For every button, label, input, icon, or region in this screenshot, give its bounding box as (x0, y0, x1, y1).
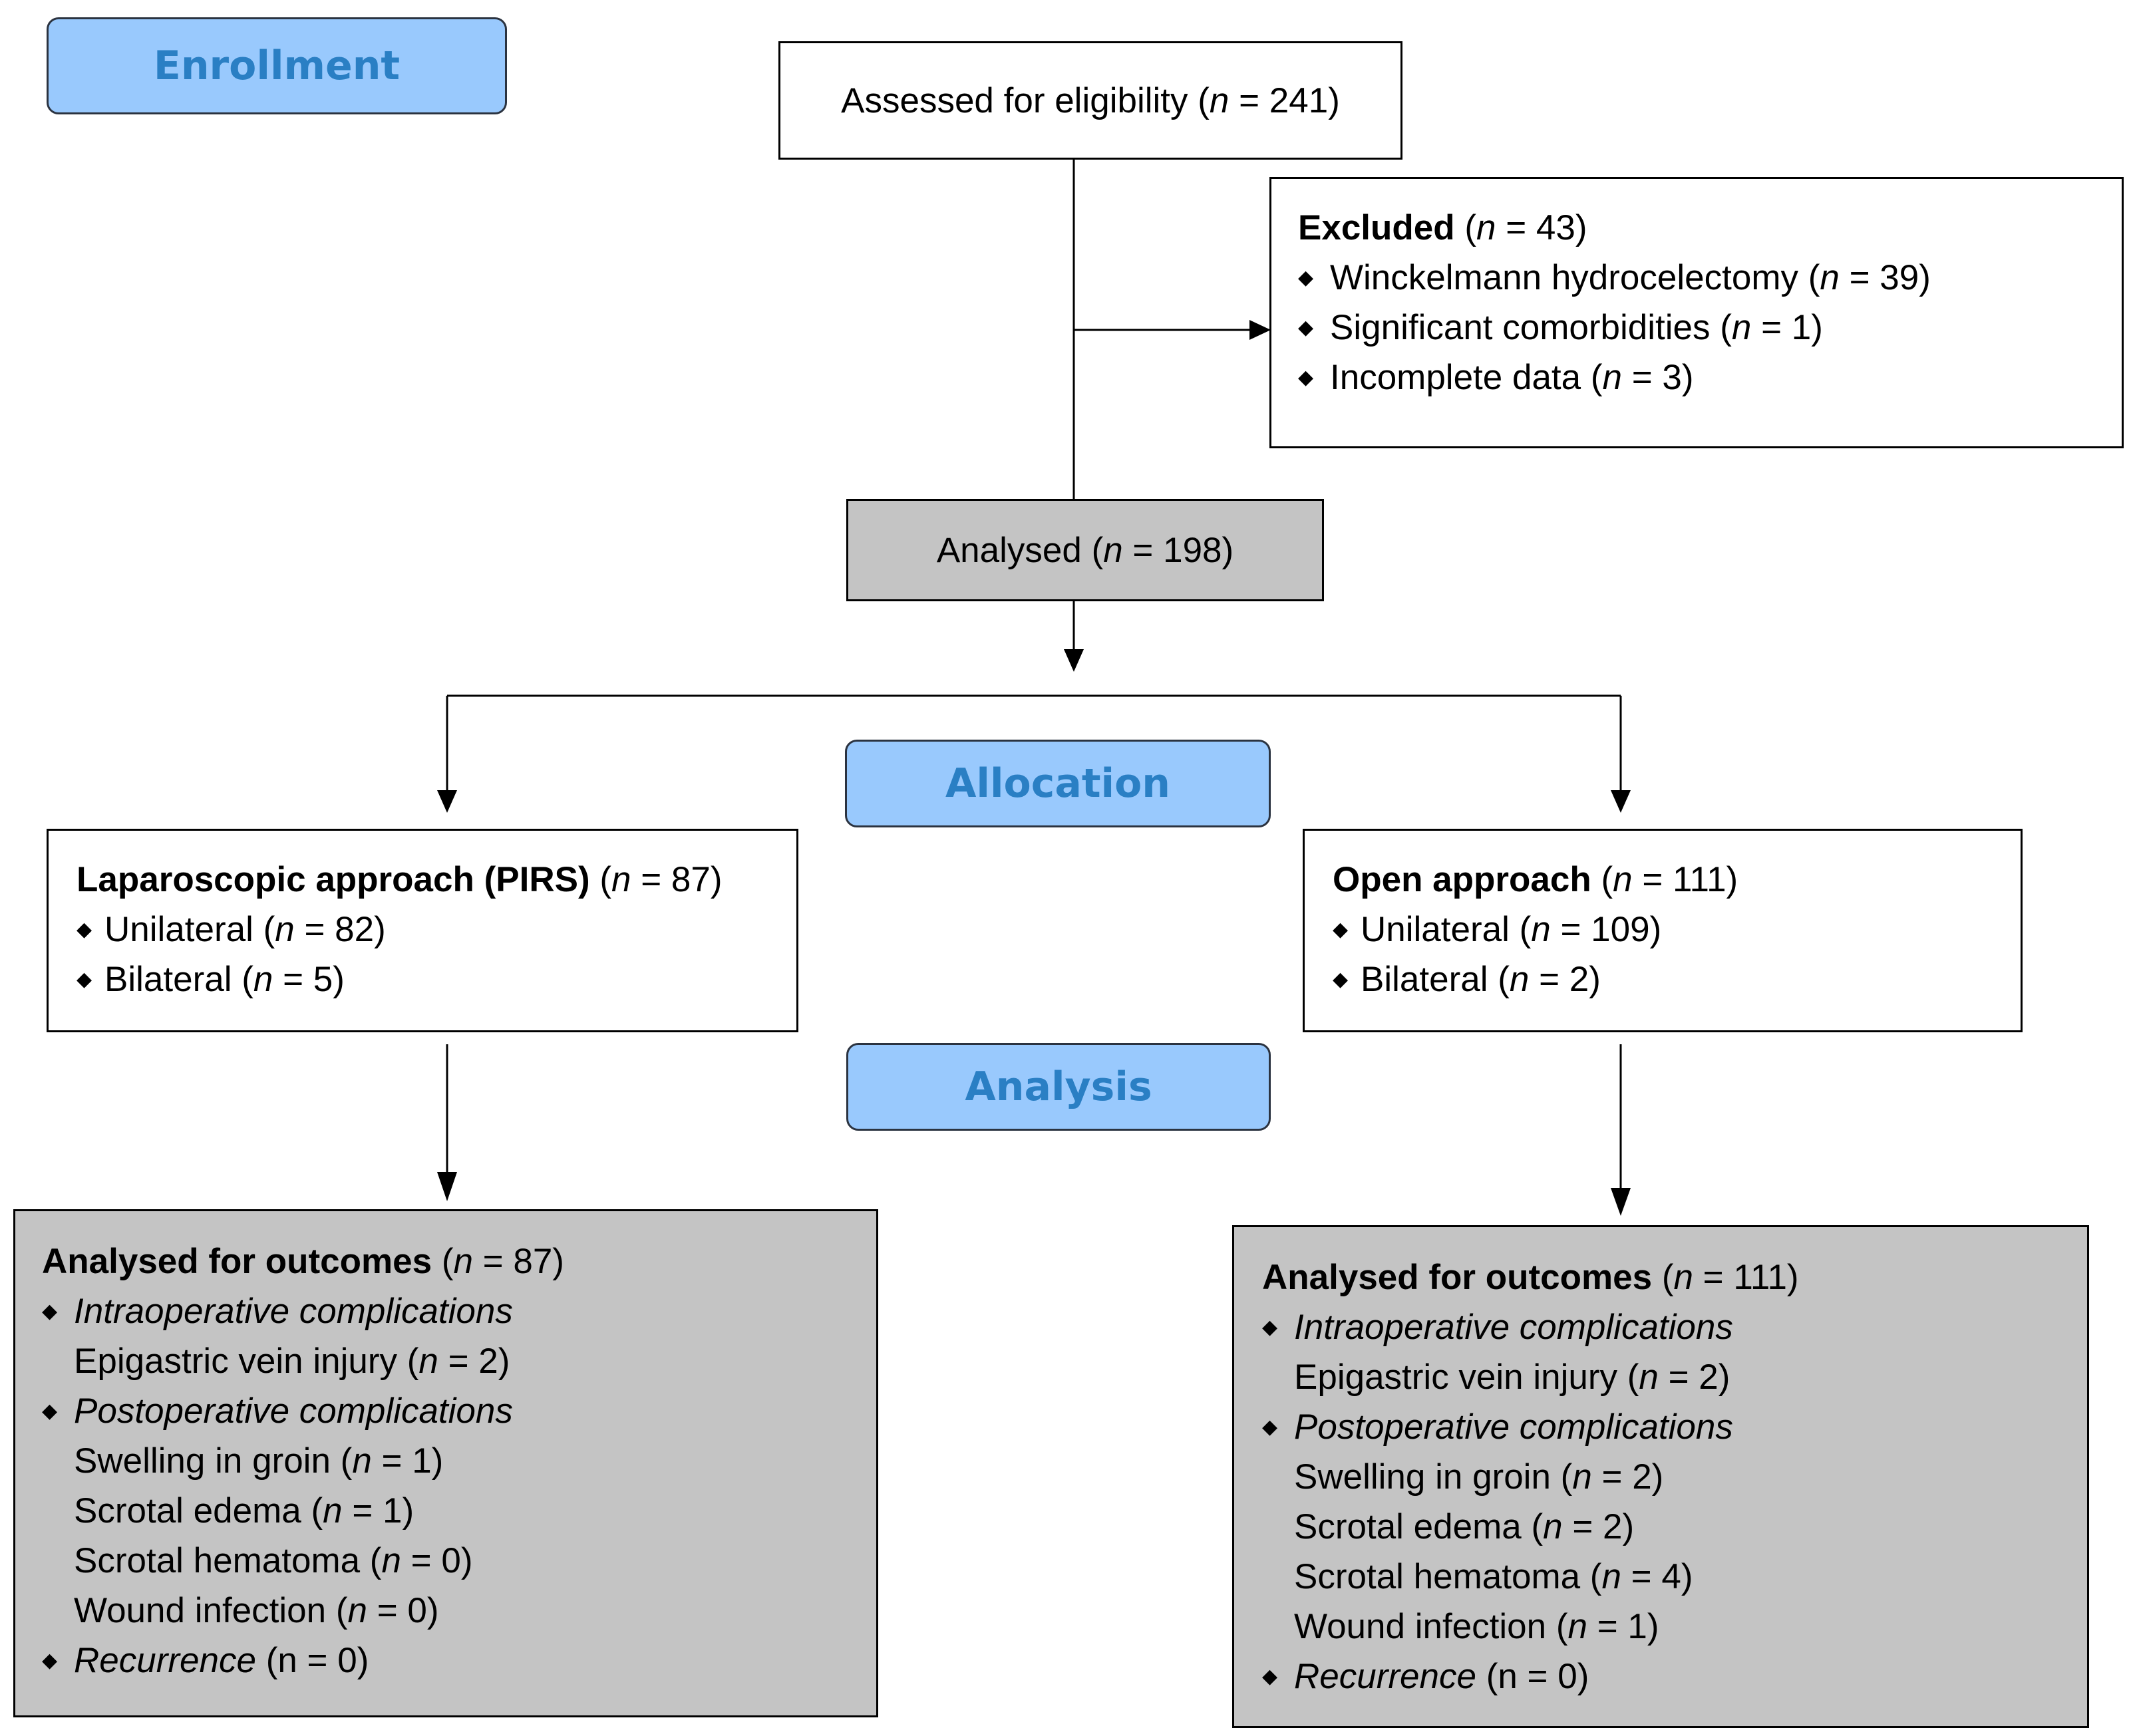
open-approach-item: ◆Bilateral (n = 2) (1333, 954, 1738, 1004)
bullet-icon: ◆ (1333, 968, 1349, 990)
laparoscopic-item: ◆Unilateral (n = 82) (77, 905, 722, 954)
intraoperative-heading: ◆Intraoperative complications (1262, 1302, 1799, 1352)
laparoscopic-box: Laparoscopic approach (PIRS) (n = 87) ◆U… (47, 829, 798, 1032)
outcomes-laparoscopic-box: Analysed for outcomes (n = 87) ◆Intraope… (13, 1209, 878, 1717)
postoperative-heading: ◆Postoperative complications (42, 1386, 564, 1436)
excluded-item: ◆Incomplete data (n = 3) (1298, 353, 1931, 402)
arrowhead-excluded (1249, 320, 1271, 340)
stage-allocation-label: Allocation (945, 760, 1171, 807)
open-approach-box: Open approach (n = 111) ◆Unilateral (n =… (1303, 829, 2023, 1032)
excluded-title: Excluded (n = 43) (1298, 208, 1587, 247)
outcome-item: Wound infection (n = 0) (74, 1591, 439, 1630)
bullet-icon: ◆ (1298, 366, 1314, 388)
excluded-item: ◆Winckelmann hydrocelectomy (n = 39) (1298, 253, 1931, 303)
laparoscopic-item: ◆Bilateral (n = 5) (77, 954, 722, 1004)
outcomes-title: Analysed for outcomes (n = 111) (1262, 1258, 1799, 1297)
stage-analysis-label: Analysis (965, 1064, 1152, 1110)
open-approach-title: Open approach (n = 111) (1333, 860, 1738, 899)
arrowhead-outcomes-right (1611, 1188, 1631, 1216)
intraoperative-heading: ◆Intraoperative complications (42, 1286, 564, 1336)
outcome-item: Epigastric vein injury (n = 2) (1294, 1358, 1730, 1397)
outcome-item: Swelling in groin (n = 1) (74, 1441, 444, 1481)
postoperative-heading: ◆Postoperative complications (1262, 1402, 1799, 1452)
bullet-icon: ◆ (1298, 267, 1314, 289)
arrowhead-open (1611, 790, 1631, 813)
outcomes-title: Analysed for outcomes (n = 87) (42, 1242, 564, 1281)
bullet-icon: ◆ (42, 1400, 58, 1422)
bullet-icon: ◆ (1333, 919, 1349, 940)
analysed-box: Analysed (n = 198) (846, 499, 1324, 601)
excluded-item: ◆Significant comorbidities (n = 1) (1298, 303, 1931, 353)
arrowhead-outcomes-left (437, 1172, 457, 1201)
arrowhead-analysed-down (1064, 649, 1084, 672)
bullet-icon: ◆ (1298, 317, 1314, 339)
laparoscopic-title: Laparoscopic approach (PIRS) (n = 87) (77, 860, 723, 899)
outcomes-open-box: Analysed for outcomes (n = 111) ◆Intraop… (1232, 1225, 2089, 1728)
recurrence-line: ◆Recurrence (n = 0) (1262, 1652, 1799, 1701)
bullet-icon: ◆ (77, 968, 92, 990)
assessed-text: Assessed for eligibility (n = 241) (841, 80, 1340, 120)
stage-allocation: Allocation (845, 740, 1271, 827)
stage-enrollment-label: Enrollment (153, 43, 401, 89)
arrowhead-lap (437, 790, 457, 813)
outcome-item: Scrotal hematoma (n = 4) (1294, 1557, 1693, 1596)
assessed-box: Assessed for eligibility (n = 241) (778, 41, 1402, 160)
recurrence-line: ◆Recurrence (n = 0) (42, 1636, 564, 1685)
outcome-item: Epigastric vein injury (n = 2) (74, 1342, 510, 1381)
stage-enrollment: Enrollment (47, 17, 507, 114)
bullet-icon: ◆ (77, 919, 92, 940)
outcome-item: Swelling in groin (n = 2) (1294, 1457, 1664, 1497)
outcome-item: Scrotal edema (n = 1) (74, 1491, 414, 1530)
analysed-text: Analysed (n = 198) (936, 530, 1234, 570)
outcome-item: Scrotal hematoma (n = 0) (74, 1541, 473, 1580)
bullet-icon: ◆ (1262, 1316, 1278, 1338)
bullet-icon: ◆ (1262, 1416, 1278, 1438)
outcome-item: Scrotal edema (n = 2) (1294, 1507, 1635, 1546)
stage-analysis: Analysis (846, 1043, 1271, 1131)
bullet-icon: ◆ (42, 1650, 58, 1671)
excluded-box: Excluded (n = 43) ◆Winckelmann hydrocele… (1269, 177, 2124, 448)
bullet-icon: ◆ (42, 1300, 58, 1322)
open-approach-item: ◆Unilateral (n = 109) (1333, 905, 1738, 954)
outcome-item: Wound infection (n = 1) (1294, 1607, 1659, 1646)
bullet-icon: ◆ (1262, 1665, 1278, 1687)
